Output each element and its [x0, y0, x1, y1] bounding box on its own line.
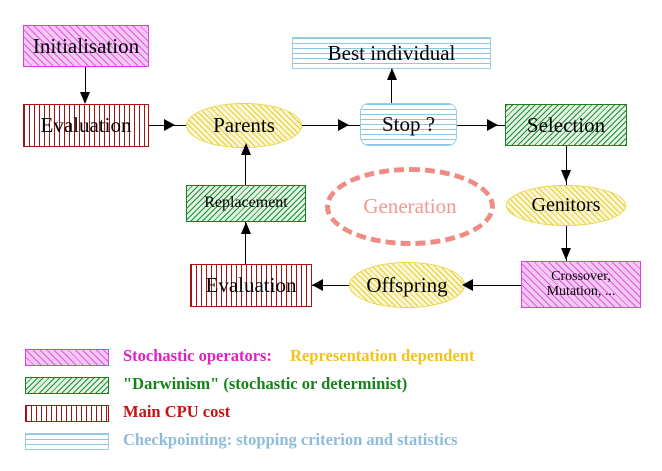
node-evaluation-bottom[interactable]: Evaluation [190, 264, 312, 307]
arrowhead-stop-to-selection [487, 119, 498, 131]
legend-text-row-3: Checkpointing: stopping criterion and st… [123, 430, 458, 450]
node-replacement-label: Replacement [204, 194, 288, 212]
fill-magenta-hatch [24, 26, 148, 66]
legend-swatch-green-diagonal-hatch-icon [25, 377, 109, 394]
fill-red-vertical [24, 105, 148, 146]
arrowhead-eval-to-replacement [241, 222, 251, 234]
arrowhead-eval-to-parents [164, 119, 175, 131]
fill-green-hatch [506, 105, 626, 145]
fill-yellow-hatch [187, 104, 301, 147]
node-crossover-line2: Mutation, ... [546, 283, 616, 299]
legend-row: Checkpointing: stopping criterion and st… [0, 430, 662, 456]
arrowhead-stop-to-best [387, 68, 397, 80]
connector-crossover-to-offspring [462, 285, 522, 287]
node-parents-label: Parents [213, 113, 275, 138]
legend-text-a-0: Stochastic operators: [123, 346, 272, 365]
connector-offspring-to-eval [312, 285, 358, 287]
connector-stop-to-best [391, 68, 393, 104]
node-crossover-mutation[interactable]: Crossover, Mutation, ... [521, 261, 641, 308]
connector-replacement-to-parents [245, 145, 247, 187]
fill-blue-horizontal [361, 104, 456, 145]
arrowhead-offspring-to-eval [312, 279, 323, 291]
legend-text-b-0: Representation dependent [290, 346, 475, 365]
fill-yellow-hatch [350, 263, 464, 307]
node-initialisation[interactable]: Initialisation [23, 25, 149, 67]
arrowhead-genitors-to-crossover [561, 248, 571, 260]
fill-yellow-hatch [507, 186, 625, 225]
fill-blue-horizontal [293, 38, 490, 68]
legend: Stochastic operators: Representation dep… [0, 340, 662, 460]
legend-text-row-2: Main CPU cost [123, 402, 230, 422]
node-generation-label-wrap: Generation [325, 167, 495, 246]
node-best-individual-label: Best individual [327, 40, 456, 65]
node-offspring-label: Offspring [366, 272, 448, 297]
node-stop-label: Stop ? [381, 112, 436, 137]
arrowhead-replacement-to-parents [241, 143, 251, 155]
node-generation-label: Generation [363, 194, 457, 218]
fill-magenta-hatch [522, 262, 640, 307]
legend-text-row-1: "Darwinism" (stochastic or determinist) [123, 374, 407, 394]
node-genitors-label: Genitors [531, 194, 601, 216]
legend-text-a-2: Main CPU cost [123, 402, 231, 421]
fill-red-vertical [191, 265, 311, 306]
node-initialisation-label: Initialisation [32, 33, 140, 58]
node-stop[interactable]: Stop ? [360, 103, 457, 146]
arrowhead-crossover-to-offspring [462, 279, 473, 291]
legend-row: "Darwinism" (stochastic or determinist) [0, 374, 662, 400]
connector-stop-to-selection [457, 125, 507, 127]
arrowhead-selection-to-genitors [561, 170, 571, 182]
legend-text-row-0: Stochastic operators: Representation dep… [123, 346, 474, 366]
legend-text-a-1: "Darwinism" (stochastic or determinist) [123, 374, 408, 393]
arrowhead-parents-to-stop [338, 119, 349, 131]
node-evaluation-top-label: Evaluation [40, 113, 132, 138]
node-selection[interactable]: Selection [505, 104, 627, 146]
legend-text-a-3: Checkpointing: stopping criterion and st… [123, 430, 458, 449]
arrowhead-init-to-eval [80, 92, 90, 104]
node-best-individual[interactable]: Best individual [292, 37, 491, 69]
legend-swatch-magenta-diagonal-hatch-icon [25, 349, 109, 366]
node-replacement[interactable]: Replacement [186, 185, 306, 222]
legend-row: Main CPU cost [0, 402, 662, 428]
legend-row: Stochastic operators: Representation dep… [0, 346, 662, 372]
node-evaluation-bottom-label: Evaluation [205, 273, 297, 298]
connector-genitors-to-crossover [566, 225, 568, 262]
node-offspring[interactable]: Offspring [349, 262, 465, 308]
legend-swatch-blue-horizontal-lines-icon [25, 433, 109, 450]
legend-swatch-red-vertical-lines-icon [25, 405, 109, 422]
connector-selection-to-genitors [566, 146, 568, 188]
node-parents[interactable]: Parents [186, 103, 302, 148]
connector-parents-to-stop [300, 125, 360, 127]
node-selection-label: Selection [526, 112, 606, 137]
connector-init-to-eval [85, 67, 87, 97]
connector-eval-to-replacement [245, 222, 247, 266]
node-generation-ellipse [325, 167, 495, 246]
fill-green-hatch [187, 186, 305, 221]
node-genitors[interactable]: Genitors [506, 185, 626, 226]
node-evaluation-top[interactable]: Evaluation [23, 104, 149, 147]
node-crossover-line1: Crossover, [551, 268, 611, 284]
